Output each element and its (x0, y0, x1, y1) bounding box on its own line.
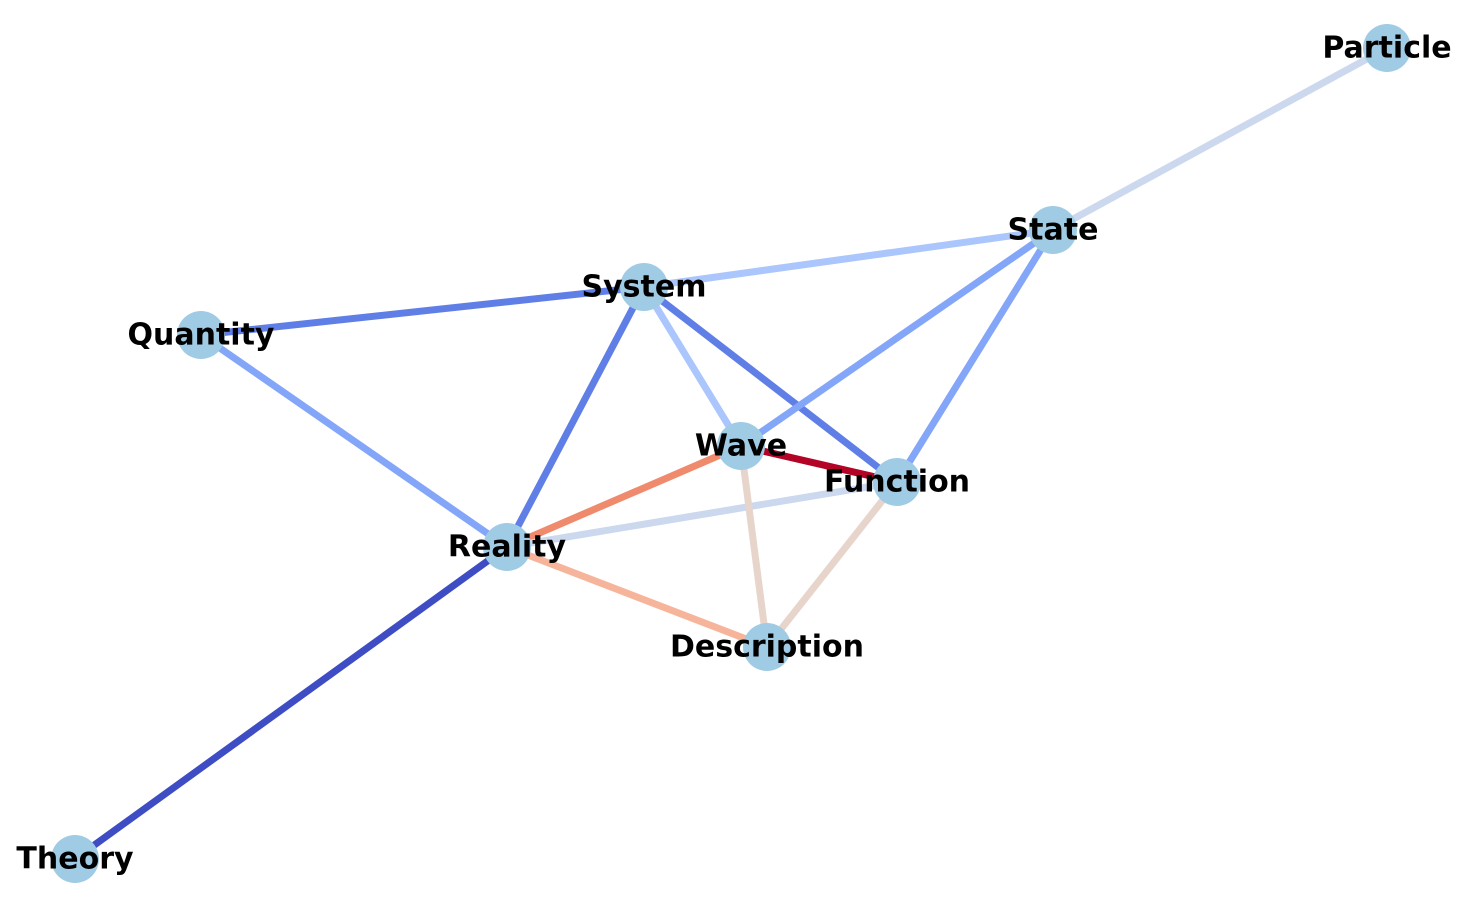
edge-state-particle (1049, 44, 1391, 234)
node-quantity (177, 311, 225, 359)
edge-quantity-reality (197, 331, 511, 551)
edge-system-reality (503, 283, 648, 551)
node-label-wave: Wave (695, 429, 787, 464)
node-particle (1363, 24, 1411, 72)
node-system (620, 263, 668, 311)
edge-system-wave (640, 283, 745, 450)
edge-reality-wave (503, 442, 745, 551)
edge-reality-description (503, 543, 771, 651)
edge-quantity-system (197, 283, 648, 339)
node-label-state: State (1008, 213, 1099, 248)
edge-system-function (640, 283, 901, 486)
node-theory (51, 835, 99, 883)
edge-state-function (893, 226, 1057, 486)
node-layer (51, 24, 1411, 883)
node-wave (717, 422, 765, 470)
label-layer: ParticleStateSystemQuantityWaveFunctionR… (16, 31, 1451, 877)
node-label-function: Function (824, 465, 970, 500)
edge-reality-theory (71, 543, 511, 863)
edge-state-wave (737, 226, 1057, 450)
node-label-description: Description (670, 630, 864, 665)
node-description (743, 623, 791, 671)
edge-layer (71, 44, 1391, 863)
edge-wave-function (737, 442, 901, 486)
edge-reality-function (503, 478, 901, 551)
node-label-reality: Reality (448, 530, 567, 565)
edge-wave-description (737, 442, 771, 651)
node-label-particle: Particle (1322, 31, 1451, 66)
node-reality (483, 523, 531, 571)
node-label-system: System (582, 270, 707, 305)
node-function (873, 458, 921, 506)
node-state (1029, 206, 1077, 254)
node-label-quantity: Quantity (128, 318, 275, 353)
edge-function-description (763, 478, 901, 651)
edge-system-state (640, 226, 1057, 291)
node-label-theory: Theory (16, 842, 134, 877)
